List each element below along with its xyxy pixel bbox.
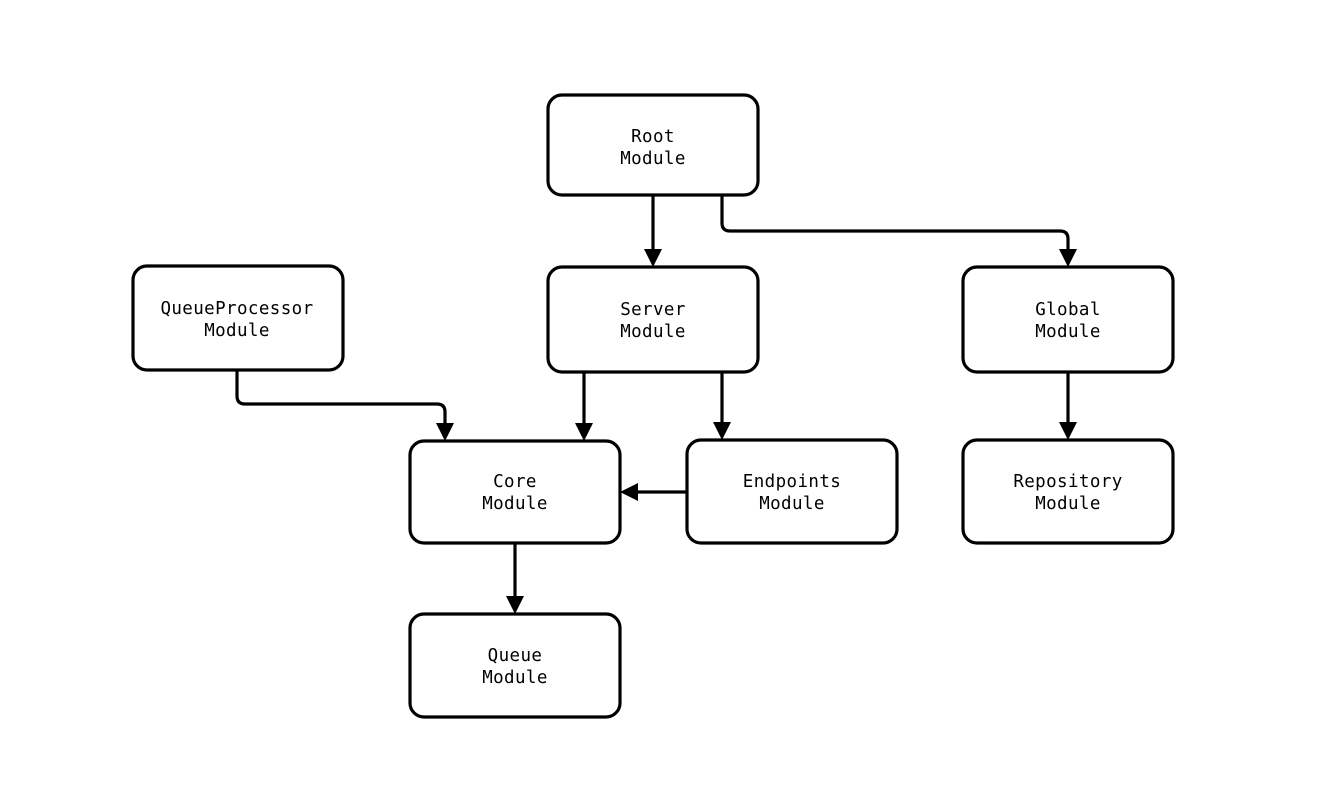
edge-queueprocessor-core [235, 370, 454, 441]
node-endpoints-module[interactable]: Endpoints Module [685, 438, 899, 545]
node-server-module-label-line2: Module [620, 322, 686, 342]
edge-root-global [720, 195, 1077, 267]
edge-queueprocessor-core-line [235, 370, 447, 424]
edge-server-core-arrowhead [575, 423, 593, 441]
edge-root-global-arrowhead [1059, 249, 1077, 267]
node-global-module[interactable]: Global Module [961, 265, 1175, 374]
node-queue-module[interactable]: Queue Module [408, 612, 622, 719]
node-queueprocessor-module[interactable]: QueueProcessor Module [131, 264, 345, 372]
node-server-module-label-line1: Server [620, 300, 686, 320]
node-endpoints-module-label-line1: Endpoints [743, 472, 841, 492]
node-queueprocessor-module-box[interactable] [131, 264, 345, 372]
edge-root-server-arrowhead [644, 249, 662, 267]
edge-server-core [575, 372, 593, 441]
edge-queueprocessor-core-arrowhead [436, 423, 454, 441]
node-core-module-label-line1: Core [493, 472, 537, 492]
node-queue-module-box[interactable] [408, 612, 622, 719]
node-core-module[interactable]: Core Module [408, 439, 622, 545]
edge-root-global-line [720, 195, 1070, 250]
edge-global-repository [1059, 372, 1077, 440]
node-endpoints-module-label-line2: Module [759, 494, 825, 514]
edge-endpoints-core-arrowhead [620, 483, 638, 501]
node-queueprocessor-module-label-line1: QueueProcessor [160, 299, 313, 319]
node-global-module-box[interactable] [961, 265, 1175, 374]
edge-root-server [644, 195, 662, 267]
node-root-module-label-line2: Module [620, 149, 686, 169]
node-repository-module-box[interactable] [961, 438, 1175, 545]
edge-endpoints-core [620, 483, 687, 501]
node-root-module[interactable]: Root Module [546, 93, 760, 197]
node-server-module[interactable]: Server Module [546, 265, 760, 374]
node-repository-module[interactable]: Repository Module [961, 438, 1175, 545]
node-root-module-box[interactable] [546, 93, 760, 197]
node-global-module-label-line2: Module [1035, 322, 1101, 342]
node-core-module-label-line2: Module [482, 494, 548, 514]
node-repository-module-label-line1: Repository [1013, 472, 1122, 492]
node-server-module-box[interactable] [546, 265, 760, 374]
node-endpoints-module-box[interactable] [685, 438, 899, 545]
edge-core-queue [506, 543, 524, 614]
node-root-module-label-line1: Root [631, 127, 675, 147]
node-repository-module-label-line2: Module [1035, 494, 1101, 514]
node-queue-module-label-line1: Queue [488, 646, 543, 666]
node-queue-module-label-line2: Module [482, 668, 548, 688]
node-core-module-box[interactable] [408, 439, 622, 545]
edge-server-endpoints-arrowhead [713, 422, 731, 440]
edge-global-repository-arrowhead [1059, 422, 1077, 440]
node-global-module-label-line1: Global [1035, 300, 1101, 320]
edge-core-queue-arrowhead [506, 596, 524, 614]
edge-server-endpoints [713, 372, 731, 440]
node-queueprocessor-module-label-line2: Module [204, 321, 270, 341]
